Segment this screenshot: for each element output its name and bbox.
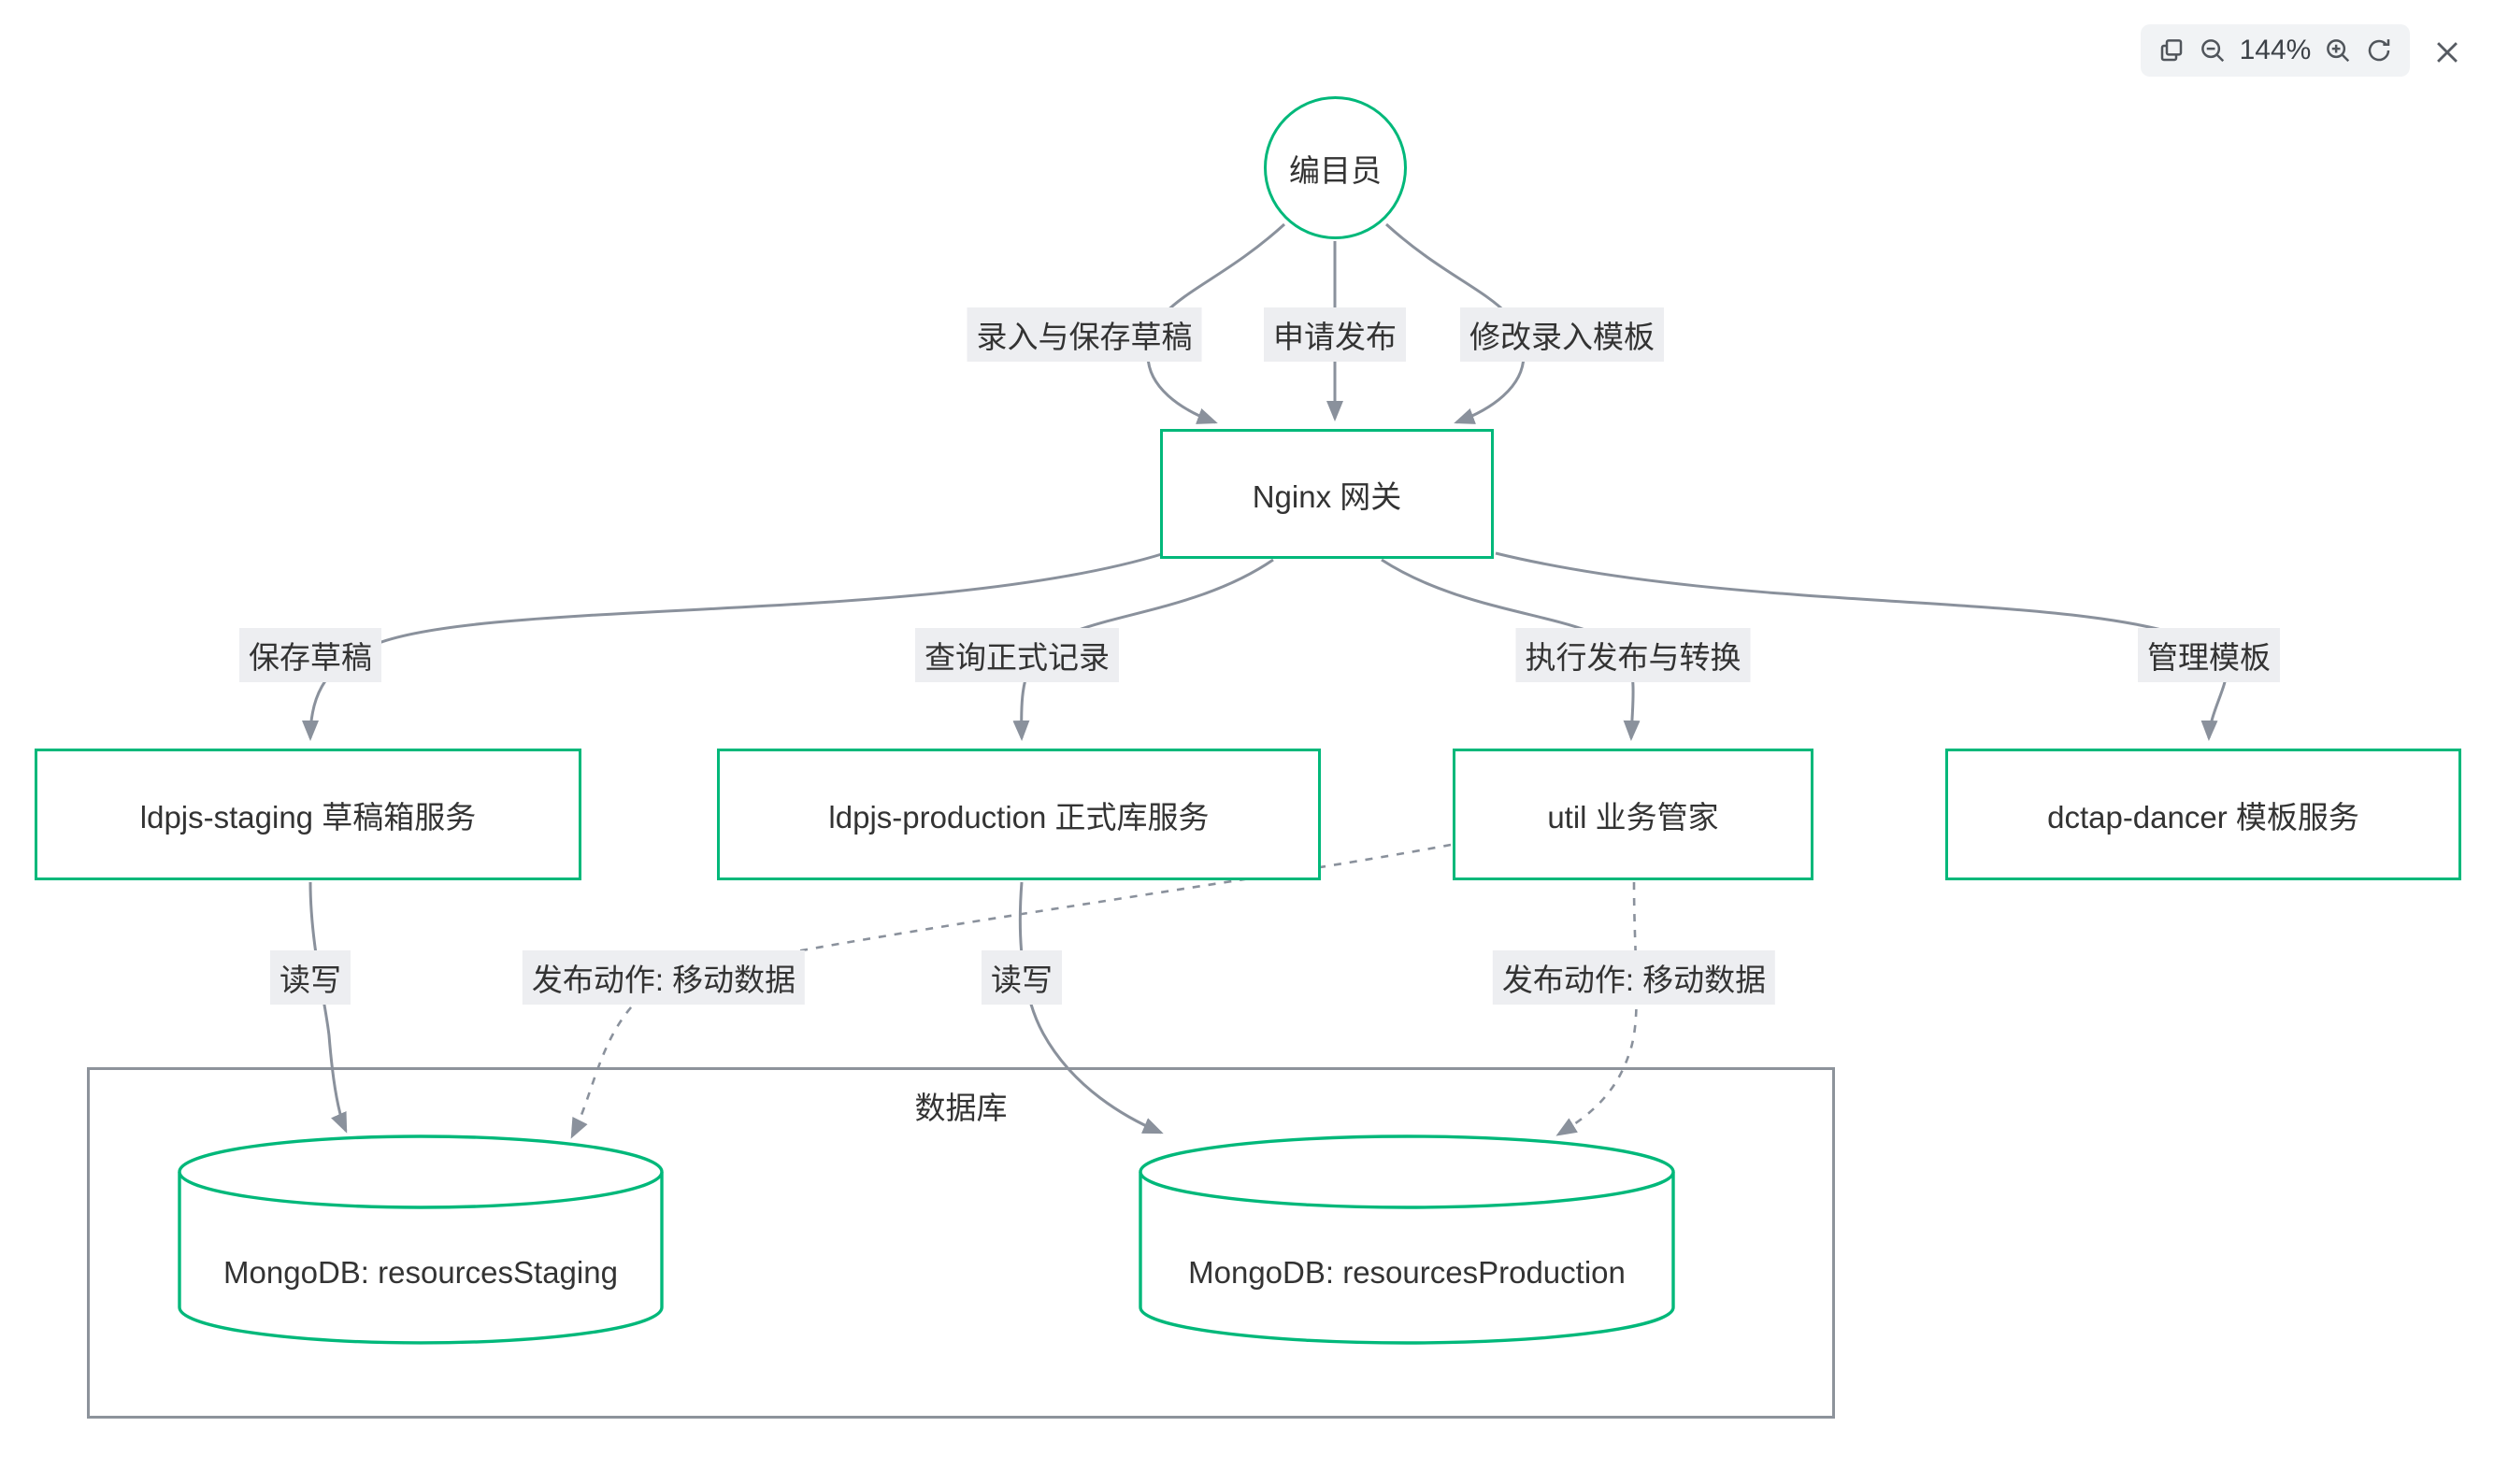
mongodb-production-label: MongoDB: resourcesProduction: [1188, 1255, 1626, 1290]
edge-label-publish-move-left: 发布动作: 移动数据: [522, 950, 806, 1005]
mongodb-production-cylinder: [1139, 1134, 1675, 1345]
edge-staging-db: [308, 881, 348, 1134]
node-dctap-dancer: dctap-dancer 模板服务: [1945, 749, 2461, 880]
edge-production-db: [1018, 881, 1164, 1134]
edge-label-apply-publish: 申请发布: [1264, 307, 1406, 362]
edge-label-draft-save: 录入与保存草稿: [967, 307, 1202, 362]
edge-label-readwrite-staging: 读写: [270, 950, 351, 1005]
cluster-label: 数据库: [914, 1091, 1008, 1125]
node-user: 编目员: [1264, 96, 1407, 239]
close-icon[interactable]: [2429, 34, 2466, 71]
zoom-toolbar: 144%: [2141, 24, 2410, 77]
edge-label-publish-convert: 执行发布与转换: [1515, 628, 1751, 682]
node-nginx-gateway: Nginx 网关: [1160, 429, 1494, 559]
edge-label-save-draft: 保存草稿: [239, 628, 381, 682]
zoom-in-icon[interactable]: [2324, 36, 2352, 64]
zoom-level: 144%: [2239, 35, 2312, 65]
edge-label-publish-move-right: 发布动作: 移动数据: [1492, 950, 1776, 1005]
edge-nginx-dctap: [1495, 551, 2229, 741]
edge-util-db-production: [1555, 881, 1638, 1136]
edge-label-manage-template: 管理模板: [2138, 628, 2280, 682]
node-util: util 业务管家: [1453, 749, 1813, 880]
node-ldpjs-staging: ldpjs-staging 草稿箱服务: [35, 749, 581, 880]
edge-label-modify-template: 修改录入模板: [1460, 307, 1664, 362]
mongodb-staging-label: MongoDB: resourcesStaging: [223, 1255, 618, 1290]
edge-label-readwrite-production: 读写: [982, 950, 1062, 1005]
edge-label-query-records: 查询正式记录: [915, 628, 1119, 682]
mongodb-staging-cylinder: [178, 1134, 664, 1345]
refresh-icon[interactable]: [2365, 36, 2393, 64]
database-cluster: 数据库: [87, 1067, 1835, 1419]
copy-icon[interactable]: [2157, 36, 2186, 64]
zoom-out-icon[interactable]: [2199, 36, 2227, 64]
node-ldpjs-production: ldpjs-production 正式库服务: [717, 749, 1321, 880]
